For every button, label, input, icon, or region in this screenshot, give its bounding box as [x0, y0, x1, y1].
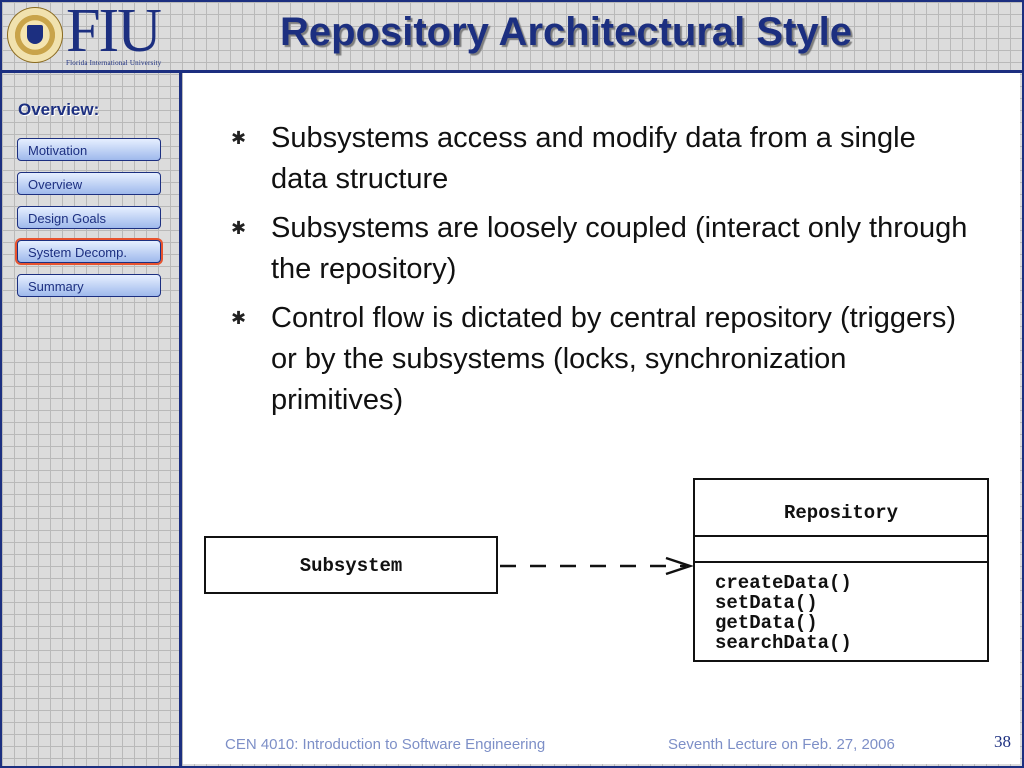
class-compartment-divider [695, 535, 987, 537]
asterisk-bullet-icon: ✱ [231, 308, 247, 328]
asterisk-bullet-icon: ✱ [231, 128, 247, 148]
bullet-text: Subsystems are loosely coupled (interact… [271, 212, 968, 285]
bullet-text: Subsystems access and modify data from a… [271, 122, 916, 195]
repository-class-box: Repository createData() setData() getDat… [693, 478, 989, 662]
page-number: 38 [994, 732, 1011, 751]
bullet-item: ✱ Control flow is dictated by central re… [231, 298, 971, 421]
bullet-text: Control flow is dictated by central repo… [271, 302, 956, 416]
repository-label: Repository [783, 502, 899, 524]
bullet-item: ✱ Subsystems access and modify data from… [231, 118, 971, 200]
method-search-data: searchData() [715, 632, 852, 654]
sidebar-divider [179, 72, 182, 768]
logo-wordmark: FIU [66, 0, 162, 65]
header-divider [2, 70, 1022, 73]
bullet-item: ✱ Subsystems are loosely coupled (intera… [231, 208, 971, 290]
fiu-logo: FIU Florida International University [2, 0, 180, 70]
dependency-arrow [500, 556, 694, 576]
method-set-data: setData() [715, 592, 818, 614]
sidebar-item-summary[interactable]: Summary [17, 274, 161, 297]
logo-subtitle: Florida International University [66, 59, 162, 67]
university-seal-icon [8, 8, 62, 62]
subsystem-class-box: Subsystem [204, 536, 498, 594]
sidebar-heading: Overview: [18, 100, 100, 119]
asterisk-bullet-icon: ✱ [231, 218, 247, 238]
sidebar-item-system-decomp[interactable]: System Decomp. [17, 240, 161, 263]
bullet-list: ✱ Subsystems access and modify data from… [231, 118, 971, 429]
slide-content: ✱ Subsystems access and modify data from… [183, 73, 1020, 764]
footer-lecture: Seventh Lecture on Feb. 27, 2006 [668, 736, 895, 753]
subsystem-label: Subsystem [299, 555, 403, 577]
class-compartment-divider [695, 561, 987, 563]
repository-methods: createData() setData() getData() searchD… [715, 573, 852, 653]
footer-course: CEN 4010: Introduction to Software Engin… [225, 736, 546, 753]
method-get-data: getData() [715, 612, 818, 634]
slide-title: Repository Architectural Style [280, 10, 853, 54]
sidebar-item-overview[interactable]: Overview [17, 172, 161, 195]
method-create-data: createData() [715, 572, 852, 594]
sidebar-item-motivation[interactable]: Motivation [17, 138, 161, 161]
sidebar-item-design-goals[interactable]: Design Goals [17, 206, 161, 229]
